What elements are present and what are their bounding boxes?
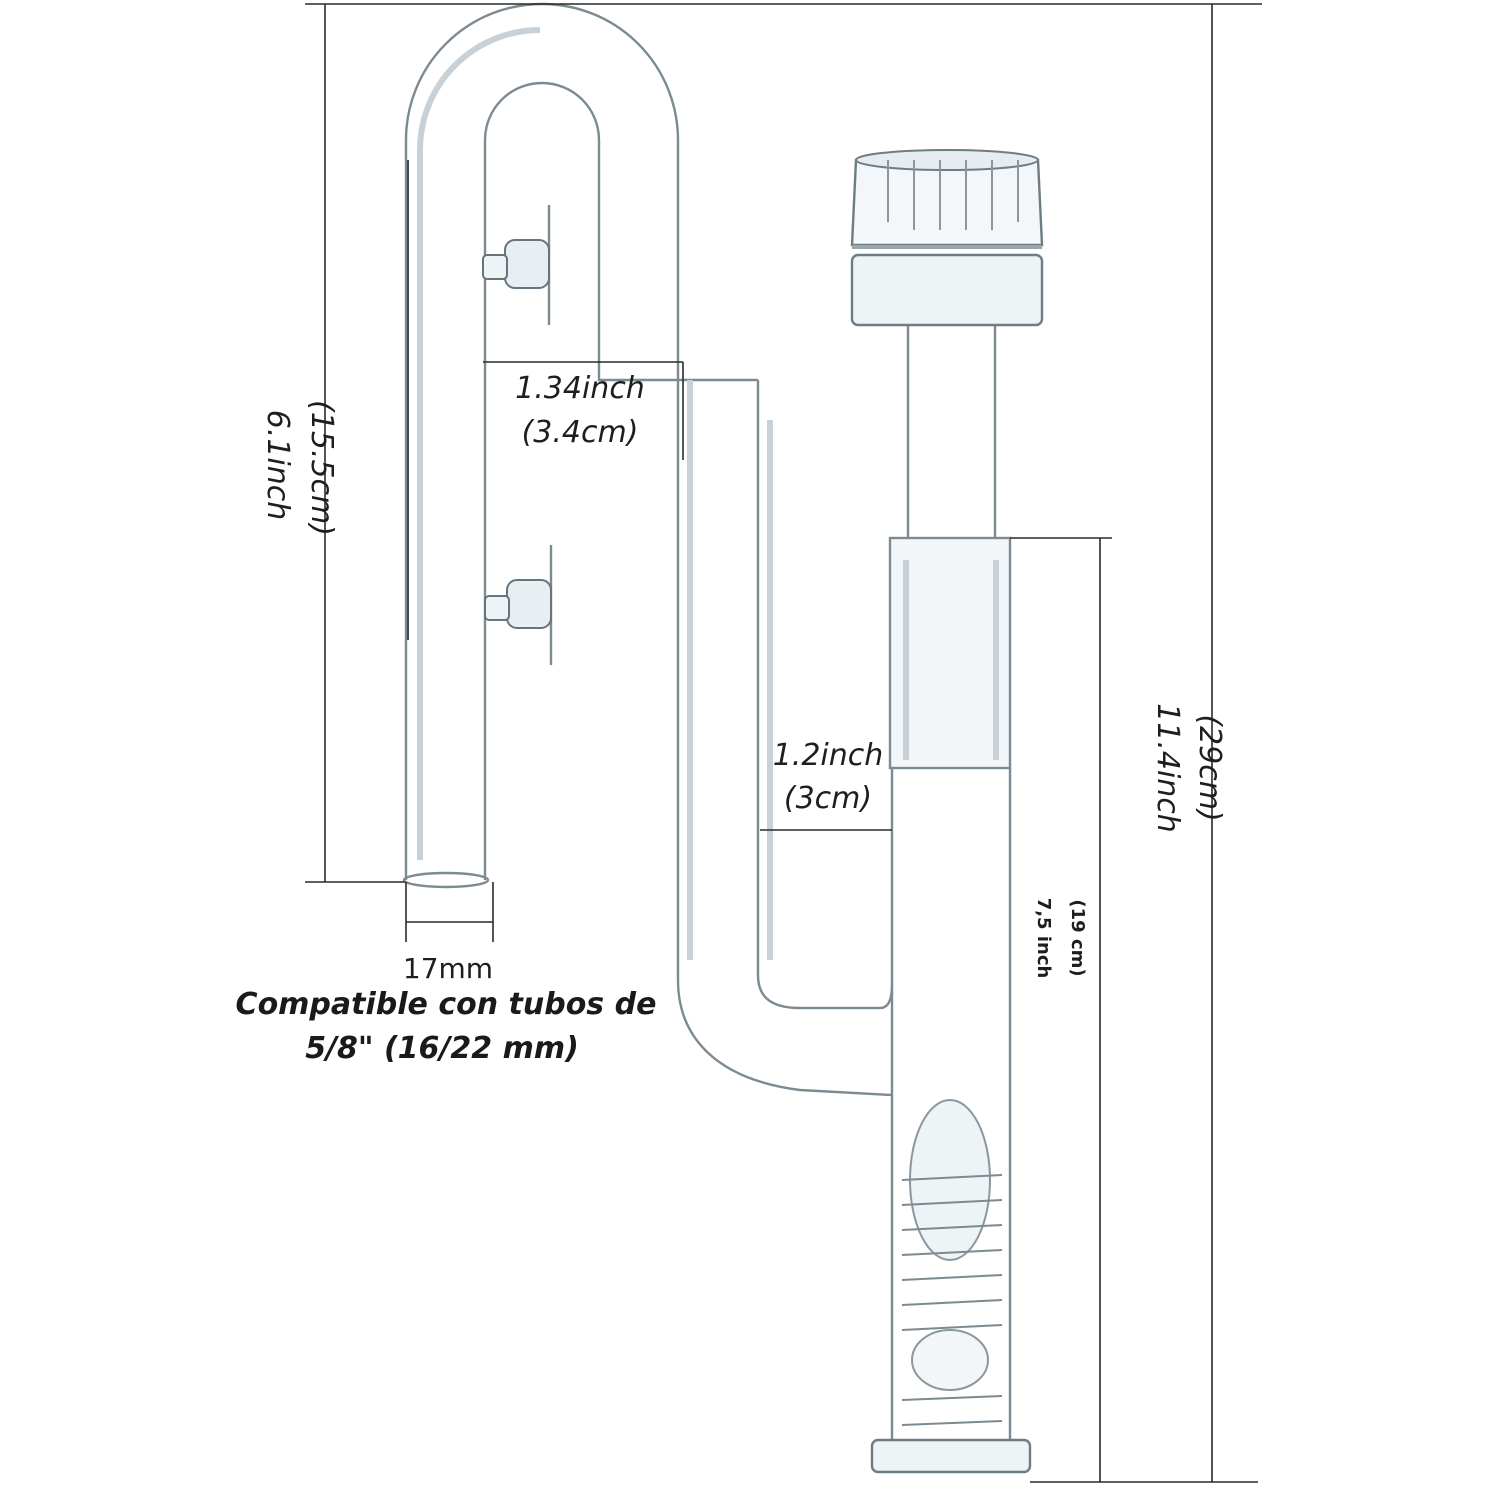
inner-cm-label: (3cm) (784, 781, 872, 816)
compatibility-caption: Compatible con tubos de 5/8" (16/22 mm) (236, 987, 657, 1066)
s-bend-pipe (597, 140, 894, 1097)
caption-line-2: 5/8" (16/22 mm) (305, 1031, 579, 1066)
intake-pipe (888, 325, 1012, 1440)
skimmer-head (850, 149, 1044, 327)
intake-strainer (870, 1099, 1032, 1474)
diameter-label: 17mm (403, 952, 493, 985)
intake-inch-label: 7,5 inch (1033, 898, 1054, 979)
gap-cm-label: (3.4cm) (522, 415, 639, 450)
intake-cm-label: (19 cm) (1067, 899, 1088, 976)
caption-line-1: Compatible con tubos de (236, 987, 657, 1022)
glass-pipe-illustration (402, 2, 1044, 1474)
dimension-labels: 6.1inch (15.5cm) 1.34inch (3.4cm) 1.2inc… (260, 371, 1227, 985)
dimension-lines (305, 3, 1262, 1483)
gap-inch-label: 1.34inch (515, 371, 645, 406)
inner-inch-label: 1.2inch (773, 738, 884, 773)
height-pipe-inch-label: 6.1inch (260, 410, 295, 521)
total-inch-label: 11.4inch (1150, 703, 1185, 833)
suction-cup-lower (484, 545, 553, 665)
height-pipe-cm-label: (15.5cm) (304, 400, 339, 536)
suction-cup-upper (482, 205, 551, 325)
total-cm-label: (29cm) (1192, 714, 1227, 821)
